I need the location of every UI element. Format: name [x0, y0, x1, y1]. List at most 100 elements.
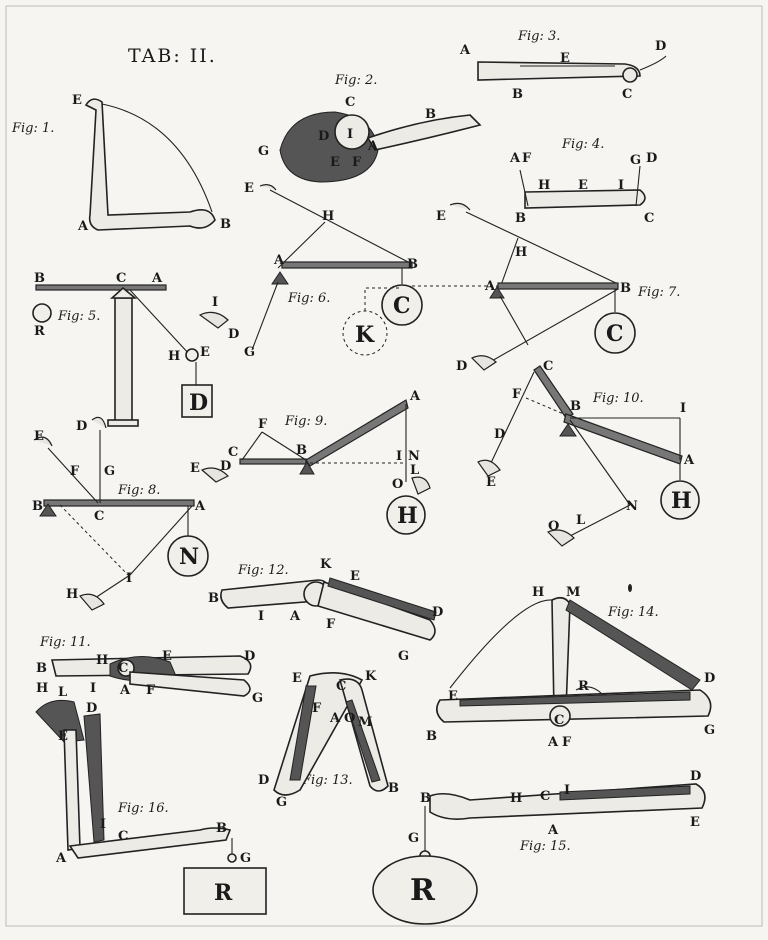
fig-8-label-c: C	[94, 509, 104, 524]
fig-3-label-e: E	[560, 51, 570, 66]
fig-4-label-b: B	[515, 211, 526, 226]
fig-10-label-f: F	[512, 387, 522, 402]
fig-13-label-m: M	[358, 715, 372, 730]
fig-13-label-c: C	[336, 679, 346, 694]
fig-8-label-h: H	[66, 587, 78, 602]
fig-5-label-e: E	[200, 345, 210, 360]
fig-15-label-a: A	[547, 823, 559, 838]
fig-3-label-c: C	[622, 87, 632, 102]
fig-9-label-f: F	[258, 417, 268, 432]
fig-7-lever	[497, 282, 619, 290]
figure-9: Fig: 9. H F C E D B A I N L O	[190, 389, 431, 535]
fig-12-caption: Fig: 12.	[237, 563, 289, 578]
fig-11-label-h: H	[96, 653, 108, 668]
fig-15-weight-r	[372, 855, 478, 925]
fig-6-label-g: G	[244, 345, 255, 360]
fig-4-label-h: H	[538, 178, 550, 193]
fig-10-label-n: N	[626, 499, 638, 514]
fig-4-caption: Fig: 4.	[561, 137, 604, 152]
fig-9-lever-left	[239, 458, 307, 465]
fig-8-label-b: B	[32, 499, 43, 514]
fig-5-pillar	[114, 297, 133, 423]
fig-6-label-h: H	[322, 209, 334, 224]
fig-4-label-a: A	[509, 151, 521, 166]
fig-11-label-b: B	[36, 661, 47, 676]
fig-6-label-i: I	[212, 295, 218, 310]
fig-7-weight-c	[594, 312, 636, 354]
fig-5-label-r: R	[34, 324, 45, 339]
fig-15-caption: Fig: 15.	[519, 839, 571, 854]
fig-14-label-d: D	[704, 671, 715, 686]
fig-7-caption: Fig: 7.	[637, 285, 680, 300]
fig-15-label-b: B	[420, 791, 431, 806]
fig-6-label-b: B	[407, 257, 418, 272]
fig-2-label-f: F	[352, 155, 362, 170]
fig-6-label-d: D	[228, 327, 239, 342]
fig-2-forearm	[366, 114, 482, 151]
fig-9-label-i: I	[396, 449, 402, 464]
fig-4-label-f: F	[522, 151, 532, 166]
fig-11-label-i: I	[90, 681, 96, 696]
fig-2-label-e: E	[330, 155, 340, 170]
fig-5-caption: Fig: 5.	[57, 309, 100, 324]
fig-2-label-c: C	[345, 95, 355, 110]
fig-8-weight-n	[167, 535, 209, 577]
fig-1-caption: Fig: 1.	[11, 121, 54, 136]
fig-11-label-e: E	[162, 649, 172, 664]
fig-11-label-g: G	[252, 691, 263, 706]
fig-12-forearm	[317, 580, 436, 641]
fig-8-label-g: G	[104, 464, 115, 479]
fig-9-label-e: E	[190, 461, 200, 476]
fig-11-label-f: F	[146, 683, 156, 698]
fig-12-label-e: E	[350, 569, 360, 584]
fig-10-label-c: C	[543, 359, 553, 374]
fig-5-label-b: B	[34, 271, 45, 286]
figure-5: Fig: 5. D B C A R H E	[32, 271, 213, 427]
fig-16-label-h: H	[36, 681, 48, 696]
fig-2-label-b: B	[425, 107, 436, 122]
fig-13-label-b: B	[388, 781, 399, 796]
fig-14-label-g: G	[704, 723, 715, 738]
fig-5-lever	[35, 284, 167, 291]
fig-15-label-i: I	[564, 783, 570, 798]
fig-11-label-d: D	[244, 649, 255, 664]
fig-12-label-g: G	[398, 649, 409, 664]
fig-2-label-g: G	[258, 144, 269, 159]
plate-border	[5, 5, 763, 927]
fig-6-weight-c-label: C	[393, 293, 411, 319]
fig-12-label-a: A	[289, 609, 301, 624]
fig-3-label-b: B	[512, 87, 523, 102]
fig-13-label-o: O	[344, 711, 355, 726]
fig-4-bones	[524, 189, 646, 209]
fig-5-weight-d	[181, 384, 213, 418]
fig-1-label-b: B	[220, 217, 231, 232]
fig-9-caption: Fig: 9.	[284, 414, 327, 429]
fig-10-weight-h	[660, 480, 700, 520]
fig-12-label-d: D	[432, 605, 443, 620]
fig-16-label-c: C	[118, 829, 128, 844]
figure-10: Fig: 10. H C F B I D E A N O L	[477, 359, 700, 547]
fig-1-arm-bones	[84, 98, 216, 231]
fig-15-label-e: E	[690, 815, 700, 830]
fig-11-label-a: A	[119, 683, 131, 698]
fig-12-label-k: K	[320, 557, 332, 572]
fig-6-weight-c	[381, 284, 423, 326]
fig-14-vertical-bone	[551, 596, 571, 713]
fig-4-label-d: D	[646, 151, 657, 166]
fig-8-label-a: A	[194, 499, 206, 514]
fig-6-weight-k-label: K	[355, 322, 375, 348]
fig-1-arc	[101, 103, 213, 213]
fig-10-label-e: E	[486, 475, 496, 490]
fig-12-label-f: F	[326, 617, 336, 632]
fig-16-label-l: L	[58, 685, 67, 700]
fig-4-label-i: I	[618, 178, 624, 193]
fig-13-label-a: A	[329, 711, 341, 726]
fig-9-label-c: C	[228, 445, 238, 460]
fig-14-label-r: R	[578, 679, 589, 694]
fig-8-label-d: D	[76, 419, 87, 434]
fig-11-label-c: C	[118, 661, 128, 676]
figure-13: Fig: 13. E C K F A O M D G B	[258, 669, 399, 810]
fig-9-label-d: D	[220, 459, 231, 474]
fig-14-label-e: E	[448, 689, 458, 704]
fig-10-label-l: L	[576, 513, 585, 528]
